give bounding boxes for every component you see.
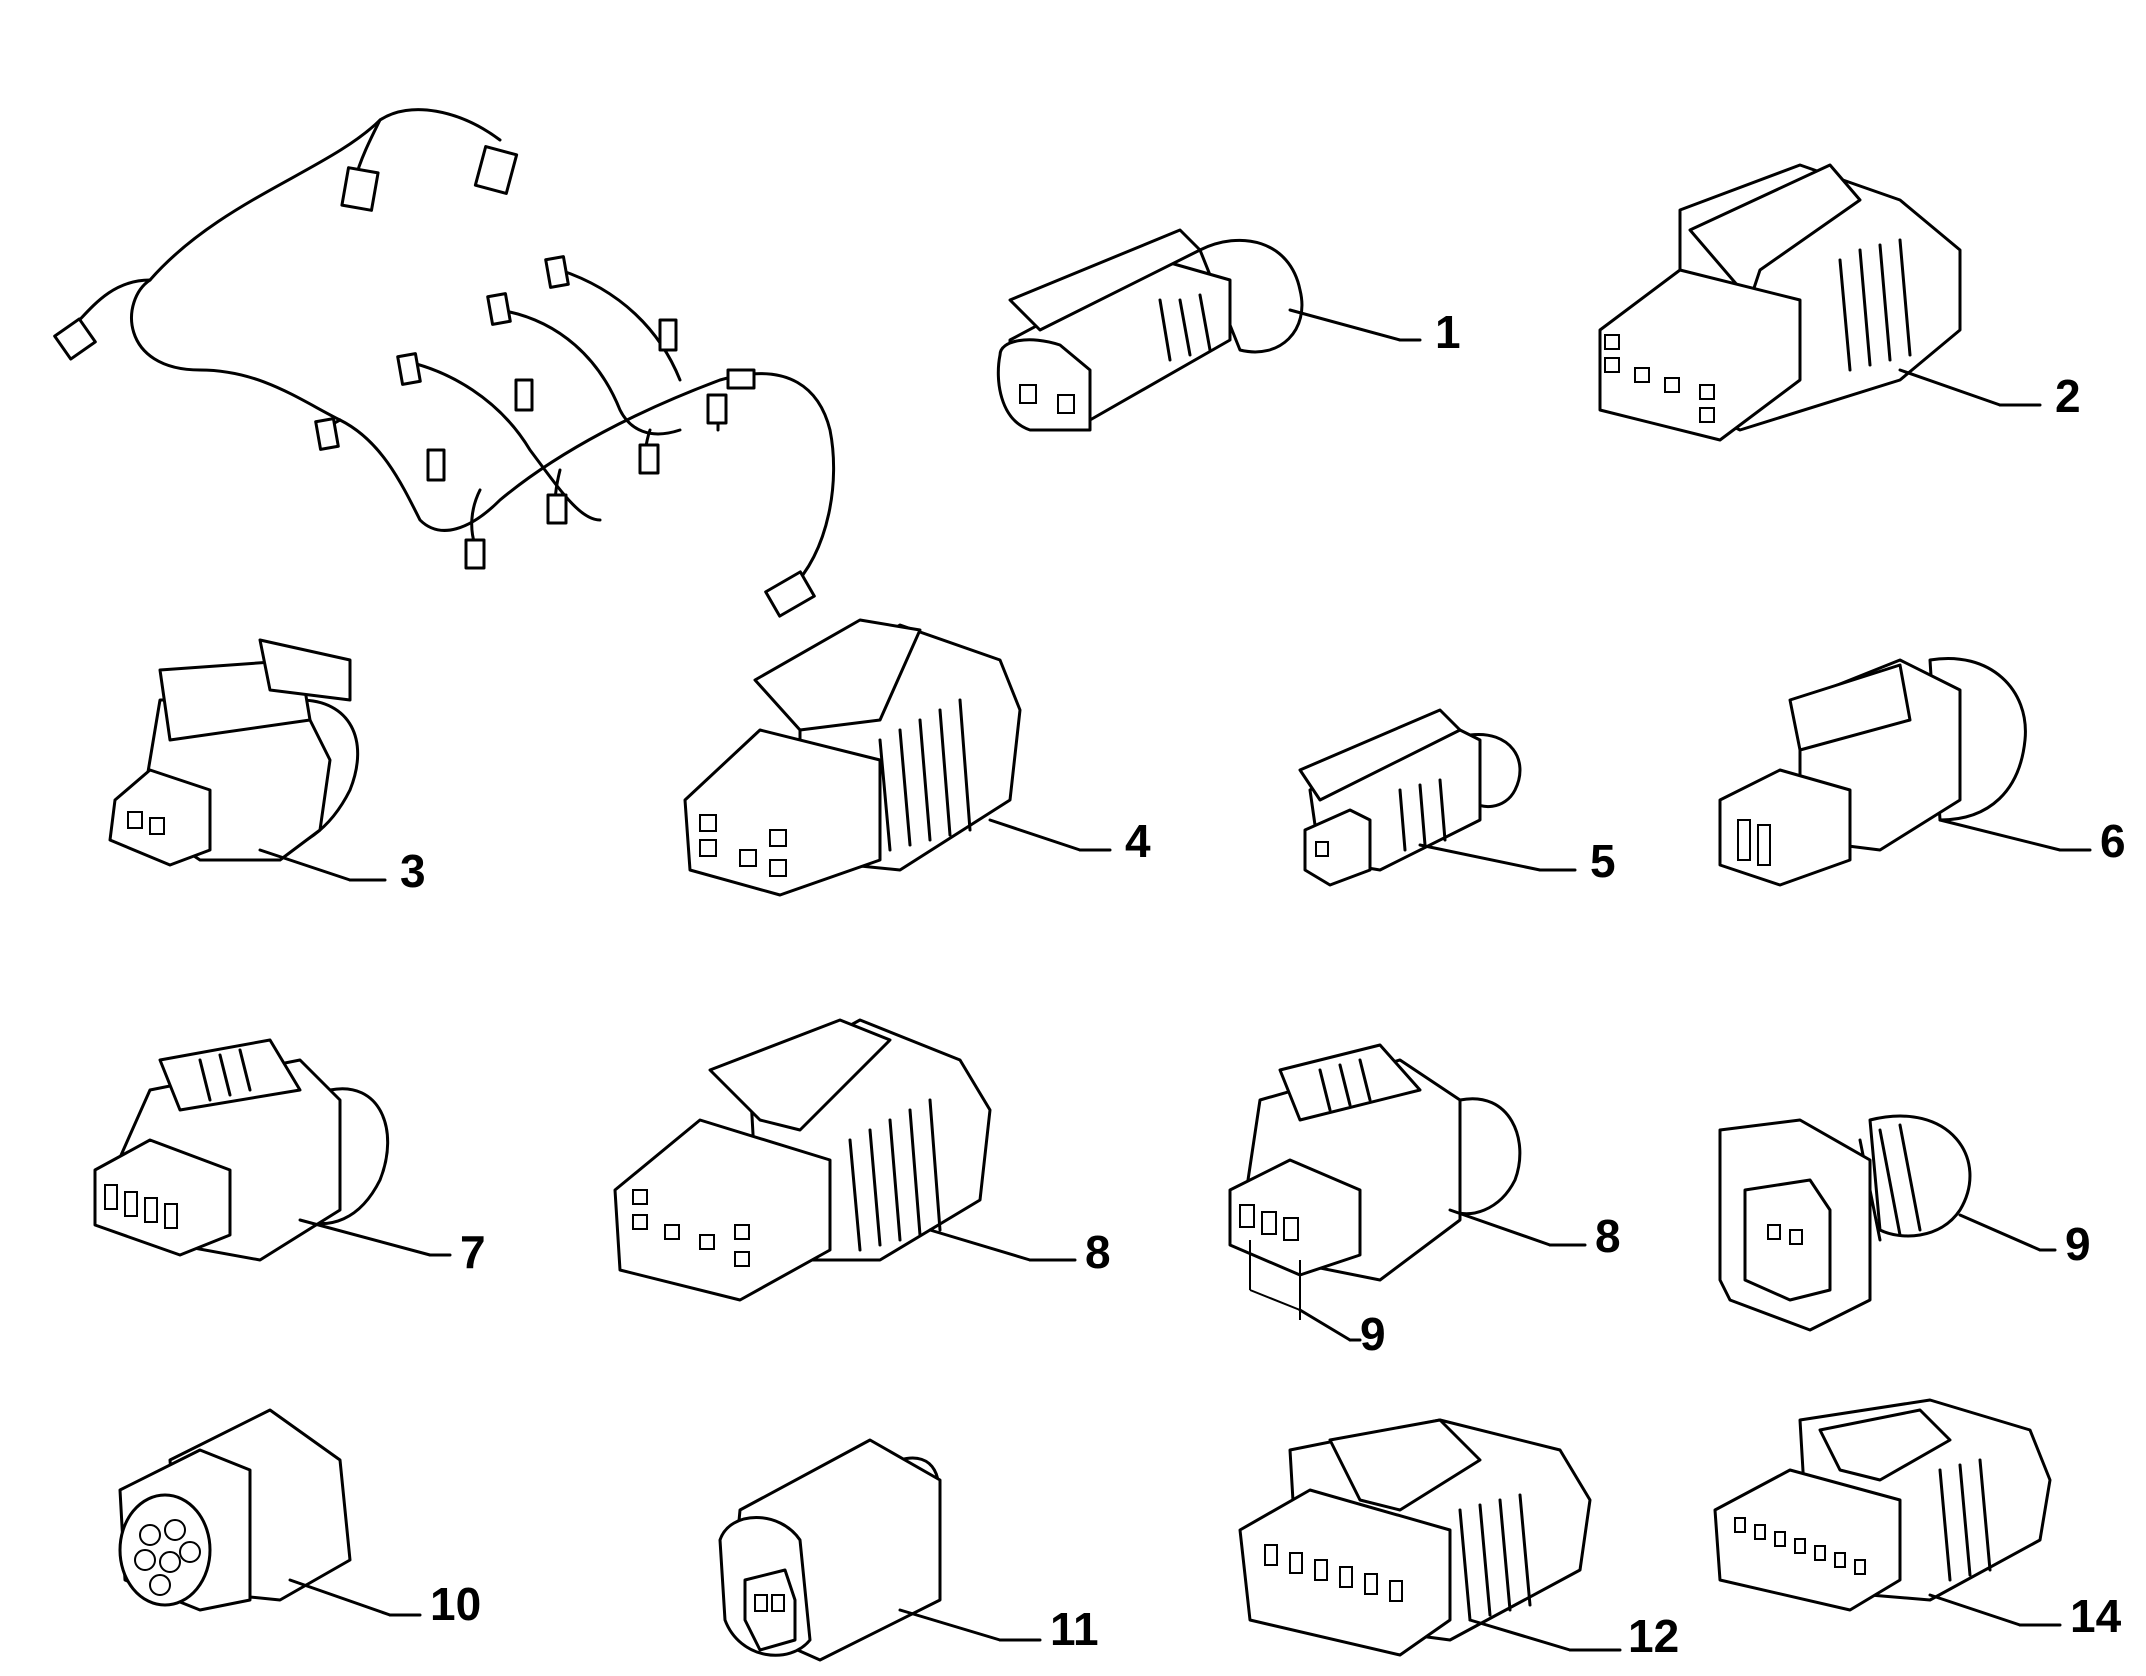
label-9-dimension: 9 — [1360, 1308, 1386, 1360]
label-3: 3 — [400, 845, 426, 897]
label-12: 11 — [1050, 1603, 1099, 1655]
connector-part-1: 1 — [996, 228, 1461, 432]
label-1: 1 — [1435, 306, 1461, 358]
label-14: 14 — [2070, 1590, 2122, 1642]
connector-part-13: 12 — [1238, 1418, 1679, 1662]
label-8: 8 — [1085, 1226, 1111, 1278]
label-13: 12 — [1628, 1610, 1679, 1662]
connector-part-3: 3 — [108, 638, 426, 897]
label-10: 9 — [2065, 1218, 2091, 1270]
wiring-harness — [53, 108, 836, 618]
label-7: 7 — [460, 1226, 486, 1278]
connector-part-12: 11 — [718, 1438, 1099, 1662]
connector-part-8: 8 — [613, 1018, 1111, 1302]
connector-part-14: 14 — [1713, 1398, 2122, 1642]
connector-part-5: 5 — [1298, 708, 1616, 887]
connector-part-10: 9 — [1718, 1114, 2091, 1332]
label-6: 6 — [2100, 815, 2126, 867]
label-5: 5 — [1590, 835, 1616, 887]
label-11: 10 — [430, 1578, 481, 1630]
connector-part-4: 4 — [683, 618, 1151, 897]
label-4: 4 — [1125, 815, 1151, 867]
connector-part-9: 8 9 — [1228, 1043, 1621, 1360]
connector-part-11: 10 — [118, 1408, 481, 1630]
label-9: 8 — [1595, 1210, 1621, 1262]
connector-part-7: 7 — [93, 1038, 486, 1278]
label-2: 2 — [2055, 370, 2081, 422]
connector-part-2: 2 — [1598, 163, 2081, 442]
connector-part-6: 6 — [1718, 657, 2126, 887]
